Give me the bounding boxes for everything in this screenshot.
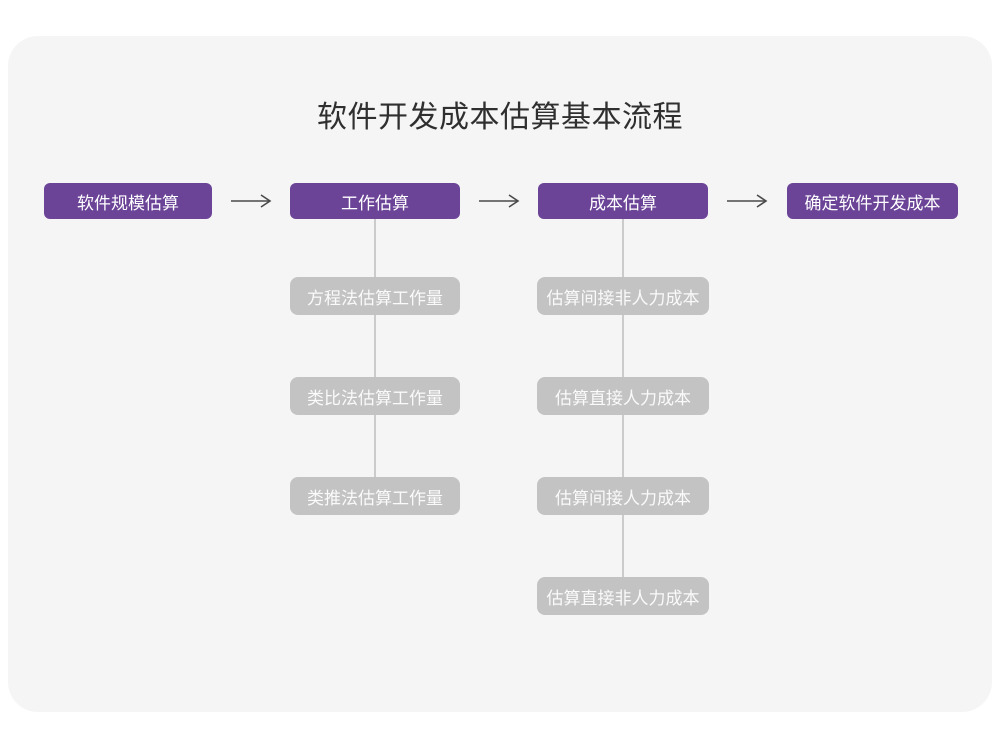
sub-node-extrapolation-method: 类推法估算工作量 [290,477,460,515]
flow-step-software-scale-estimation: 软件规模估算 [44,183,212,219]
flow-step-cost-estimation: 成本估算 [538,183,708,219]
right-arrow-icon [477,193,521,209]
diagram-title: 软件开发成本估算基本流程 [317,101,683,134]
diagram-canvas [8,36,992,712]
flow-step-work-estimation: 工作估算 [290,183,460,219]
sub-node-equation-method: 方程法估算工作量 [290,277,460,315]
connector-line-work-methods [374,219,376,496]
sub-node-analogy-method: 类比法估算工作量 [290,377,460,415]
flow-step-determine-development-cost: 确定软件开发成本 [787,183,958,219]
sub-node-direct-labor-cost: 估算直接人力成本 [537,377,709,415]
sub-node-indirect-non-labor-cost: 估算间接非人力成本 [537,277,709,315]
sub-node-indirect-labor-cost: 估算间接人力成本 [537,477,709,515]
right-arrow-icon [229,193,273,209]
right-arrow-icon [725,193,769,209]
sub-node-direct-non-labor-cost: 估算直接非人力成本 [537,577,709,615]
